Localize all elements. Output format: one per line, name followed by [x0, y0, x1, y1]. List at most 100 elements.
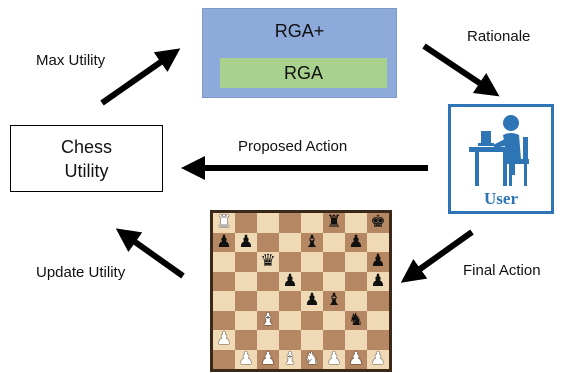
board-square: ♝	[257, 309, 279, 330]
board-square	[301, 330, 323, 350]
board-square: ♟	[279, 270, 301, 291]
update-utility-label: Update Utility	[36, 264, 126, 281]
board-square	[367, 232, 389, 252]
chess-board: ♜♜♚♟♟♝♟♛♟♟♟♟♝♝♞♟♟♟♝♞♟♟♟	[210, 210, 392, 372]
board-square	[235, 271, 257, 291]
chess-piece-icon: ♝	[282, 348, 298, 369]
board-square: ♜	[213, 213, 235, 233]
chess-piece-icon: ♝	[260, 309, 276, 330]
rga-box: RGA	[220, 58, 387, 88]
board-square: ♟	[301, 291, 323, 311]
board-square	[235, 330, 257, 350]
board-square	[235, 213, 257, 233]
chess-piece-icon: ♟	[348, 348, 364, 369]
board-square	[345, 271, 367, 291]
rga-plus-label: RGA+	[274, 21, 325, 41]
board-square: ♜	[323, 213, 345, 233]
board-square	[367, 330, 389, 350]
board-square	[279, 213, 301, 233]
max-utility-label: Max Utility	[36, 52, 106, 69]
board-square	[279, 291, 301, 311]
board-square	[323, 252, 345, 272]
board-square	[213, 291, 235, 311]
board-square	[323, 232, 345, 252]
board-square	[367, 310, 389, 330]
board-square	[279, 252, 301, 272]
board-square: ♝	[279, 348, 301, 369]
chess-piece-icon: ♞	[348, 309, 364, 330]
board-square	[213, 252, 235, 272]
chess-piece-icon: ♞	[304, 348, 320, 369]
chess-piece-icon: ♟	[348, 231, 364, 252]
board-square	[301, 213, 323, 233]
board-square	[323, 271, 345, 291]
chess-piece-icon: ♟	[326, 348, 342, 369]
rga-label: RGA	[283, 62, 323, 83]
chess-piece-icon: ♟	[370, 251, 386, 272]
board-square: ♝	[323, 291, 345, 311]
board-square: ♟	[367, 252, 389, 272]
board-square	[345, 252, 367, 272]
board-square	[257, 213, 279, 233]
chess-piece-icon: ♟	[216, 329, 232, 350]
chess-piece-icon: ♜	[326, 212, 342, 233]
board-square	[323, 310, 345, 330]
chess-piece-icon: ♛	[260, 251, 276, 272]
chess-piece-icon: ♟	[370, 270, 386, 291]
chess-piece-icon: ♚	[370, 212, 386, 233]
board-square: ♟	[235, 231, 257, 252]
board-square	[279, 330, 301, 350]
final-action-arrow	[400, 229, 474, 283]
board-square	[301, 310, 323, 330]
board-square	[213, 349, 235, 369]
rga-plus-box: RGA+ RGA	[202, 8, 397, 98]
final-action-label: Final Action	[463, 262, 541, 279]
board-square: ♟	[235, 348, 257, 369]
chess-piece-icon: ♟	[370, 348, 386, 369]
board-square: ♟	[367, 270, 389, 291]
chess-utility-box: Chess Utility	[10, 125, 163, 192]
board-square	[257, 232, 279, 252]
chess-piece-icon: ♟	[304, 290, 320, 311]
board-square	[279, 310, 301, 330]
user-at-desk-icon	[469, 115, 529, 186]
board-square	[323, 330, 345, 350]
board-square: ♟	[213, 330, 235, 350]
board-square: ♞	[345, 309, 367, 330]
board-square	[345, 330, 367, 350]
board-square: ♟	[345, 231, 367, 252]
board-square	[213, 310, 235, 330]
board-square: ♛	[257, 252, 279, 272]
rationale-label: Rationale	[467, 28, 531, 45]
board-square	[257, 291, 279, 311]
board-square	[279, 232, 301, 252]
board-square: ♟	[213, 231, 235, 252]
chess-piece-icon: ♟	[238, 348, 254, 369]
board-square	[235, 310, 257, 330]
board-square: ♚	[367, 213, 389, 233]
chess-board-grid: ♜♜♚♟♟♝♟♛♟♟♟♟♝♝♞♟♟♟♝♞♟♟♟	[213, 213, 389, 369]
board-square: ♟	[345, 348, 367, 369]
board-square: ♞	[301, 348, 323, 369]
board-square	[235, 291, 257, 311]
update-utility-arrow	[115, 228, 185, 279]
user-box: User	[448, 104, 554, 214]
board-square	[345, 213, 367, 233]
board-square: ♟	[367, 348, 389, 369]
rationale-arrow	[422, 43, 500, 97]
chess-piece-icon: ♟	[282, 270, 298, 291]
board-square	[257, 271, 279, 291]
board-square	[257, 330, 279, 350]
board-square: ♟	[257, 349, 279, 369]
max-utility-arrow	[100, 48, 181, 106]
chess-piece-icon: ♟	[238, 231, 254, 252]
proposed-action-label: Proposed Action	[238, 138, 348, 155]
board-square	[235, 252, 257, 272]
chess-utility-label-line1: Chess	[60, 136, 113, 157]
chess-piece-icon: ♝	[304, 231, 320, 252]
board-square	[213, 271, 235, 291]
board-square	[345, 291, 367, 311]
board-square	[301, 271, 323, 291]
chess-piece-icon: ♟	[216, 231, 232, 252]
